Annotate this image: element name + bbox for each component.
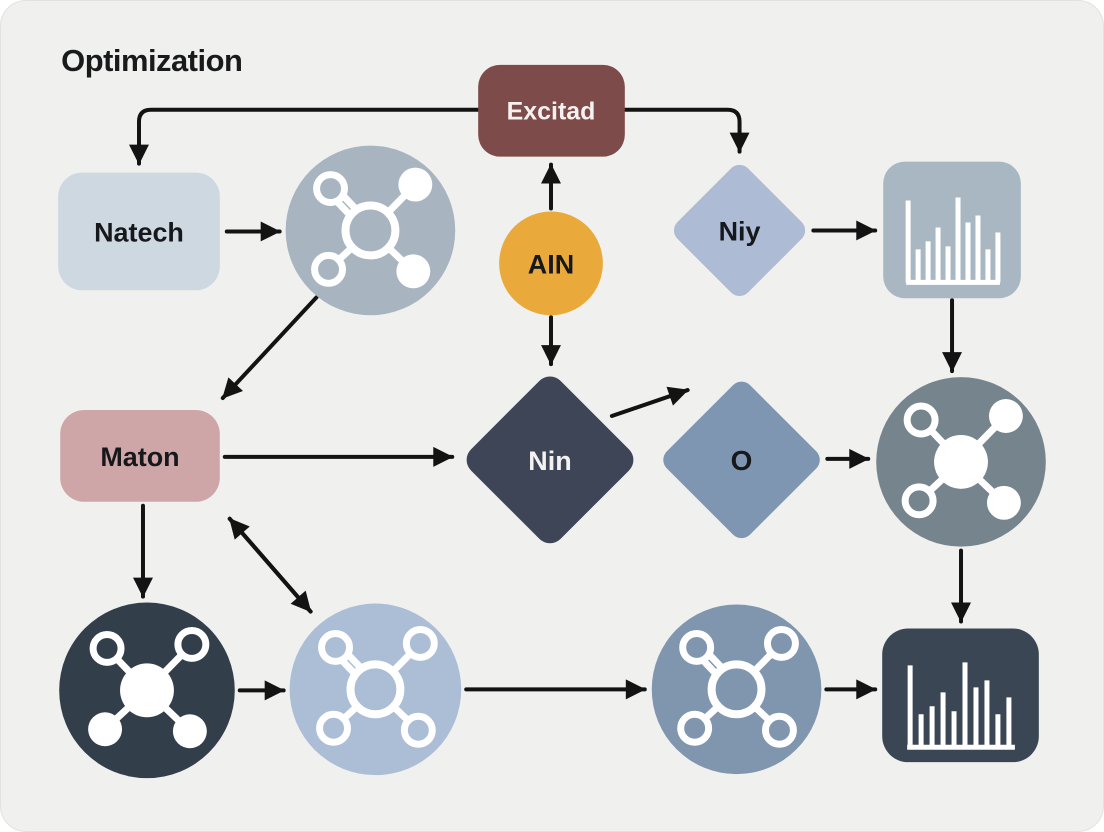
arrow-nin-to-o — [609, 386, 690, 418]
node-ain-label: AIN — [528, 249, 574, 279]
node-o: O — [663, 381, 820, 539]
bar-chart-icon — [907, 662, 1015, 750]
node-natech: Natech — [58, 172, 220, 291]
node-o-label: O — [731, 445, 753, 476]
node-natech-label: Natech — [94, 217, 184, 247]
node-niy: Niy — [673, 164, 806, 297]
diagram-title: Optimization — [61, 43, 242, 78]
node-mol-right — [876, 377, 1046, 547]
node-chart-bottom — [882, 628, 1039, 763]
node-nin: Nin — [466, 376, 634, 544]
arrow-excitad-to-natech — [129, 107, 481, 166]
node-nin-label: Nin — [528, 446, 571, 476]
node-excitad: Excitad — [478, 64, 625, 157]
node-excitad-label: Excitad — [507, 98, 596, 126]
node-mol-bottom-left — [59, 602, 235, 779]
arrow-excitad-to-niy — [622, 107, 750, 154]
arrows — [129, 107, 971, 701]
molecule-network-icon — [88, 626, 210, 749]
node-mol-bottom-3 — [651, 604, 822, 775]
arrow-maton-to-mol-bottom-2 — [227, 516, 313, 614]
node-chart-top — [883, 161, 1021, 299]
molecule-network-icon — [311, 167, 433, 289]
molecule-network-icon — [677, 625, 799, 748]
bar-chart-icon — [905, 197, 1001, 285]
node-niy-label: Niy — [719, 216, 761, 246]
node-maton: Maton — [60, 410, 220, 502]
node-ain: AIN — [499, 211, 603, 316]
arrow-mol-top-to-maton — [220, 295, 319, 401]
molecule-network-icon — [901, 399, 1023, 520]
node-mol-top — [285, 145, 456, 316]
molecule-network-icon — [316, 625, 438, 748]
node-mol-bottom-2 — [289, 603, 462, 776]
node-maton-label: Maton — [100, 442, 179, 472]
